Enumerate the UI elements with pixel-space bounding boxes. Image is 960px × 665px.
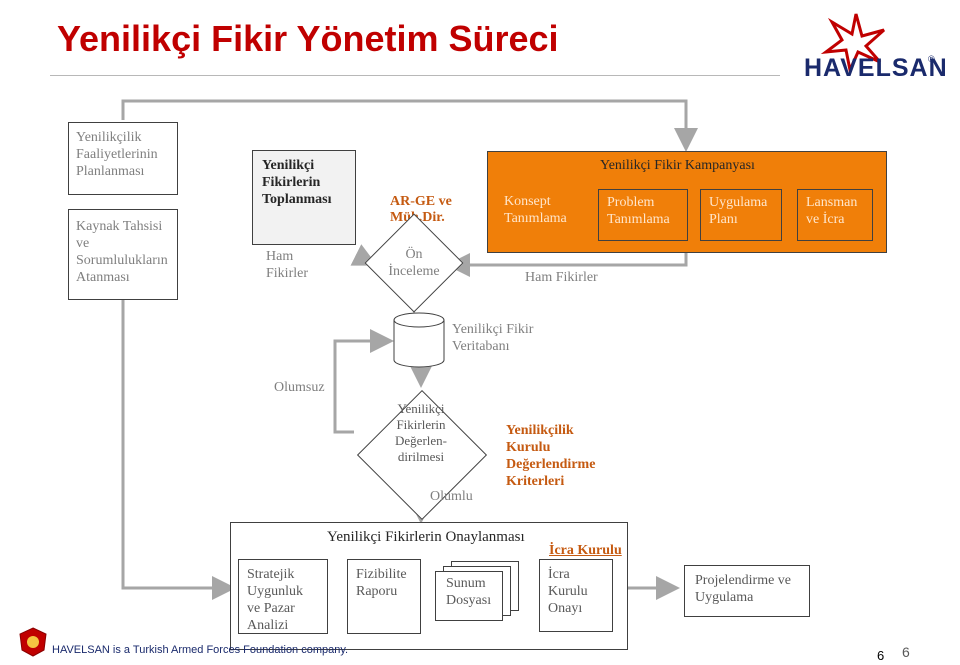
- resource-allocation-box: Kaynak Tahsisi ve Sorumlulukların Atanma…: [68, 209, 178, 300]
- footer-text: HAVELSAN is a Turkish Armed Forces Found…: [52, 644, 349, 656]
- slide-title: Yenilikçi Fikir Yönetim Süreci: [57, 18, 559, 59]
- campaign-step-concept: Konsept Tanımlama: [504, 194, 567, 226]
- page-number-right: 6: [902, 644, 910, 660]
- raw-ideas-campaign-label: Ham Fikirler: [525, 270, 598, 285]
- connector-left-down: [121, 300, 236, 600]
- planning-box: Yenilikçilik Faaliyetlerinin Planlanması: [68, 122, 178, 195]
- evaluation-label: Yenilikçi Fikirlerin Değerlen-dirilmesi: [395, 401, 447, 464]
- board-label: İcra Kurulu: [549, 543, 622, 558]
- raw-ideas-left-label: Ham Fikirler: [266, 249, 308, 281]
- campaign-title: Yenilikçi Fikir Kampanyası: [600, 158, 755, 173]
- approval-title: Yenilikçi Fikirlerin Onaylanması: [327, 529, 525, 545]
- database-icon: [393, 312, 445, 368]
- page-number: 6: [877, 648, 885, 663]
- criteria-label: Yenilikçilik Kurulu Değerlendirme Kriter…: [506, 423, 596, 489]
- collect-ideas-box: Yenilikçi Fikirlerin Toplanması: [252, 150, 356, 245]
- title-divider: [50, 75, 780, 76]
- presentation-document-stack: Sunum Dosyası: [435, 561, 525, 631]
- campaign-step-plan: Uygulama Planı: [700, 189, 782, 241]
- rd-label: AR-GE ve Müh.Dir.: [390, 194, 452, 225]
- negative-label: Olumsuz: [274, 380, 325, 395]
- positive-label: Olumlu: [430, 489, 473, 504]
- feasibility-box: Fizibilite Raporu: [347, 559, 421, 634]
- connector-campaign-return: [446, 253, 688, 277]
- campaign-step-launch: Lansman ve İcra: [797, 189, 873, 241]
- connector-top-loop: [121, 99, 698, 152]
- registered-mark: ®: [928, 54, 935, 64]
- havelsan-wordmark: HAVELSAN: [804, 54, 948, 82]
- projecting-box: Projelendirme ve Uygulama: [684, 565, 810, 617]
- presentation-box: Sunum Dosyası: [435, 571, 503, 621]
- foundation-emblem-icon: [19, 627, 47, 657]
- campaign-step-problem: Problem Tanımlama: [598, 189, 688, 241]
- approval-container: Yenilikçi Fikirlerin Onaylanması Stratej…: [230, 522, 628, 650]
- collect-ideas-title: Yenilikçi Fikirlerin Toplanması: [262, 158, 332, 207]
- board-approval-box: İcra Kurulu Onayı: [539, 559, 613, 632]
- database-label: Yenilikçi Fikir Veritabanı: [452, 322, 534, 354]
- strategy-box: Stratejik Uygunluk ve Pazar Analizi: [238, 559, 328, 634]
- connector-negative-loop: [333, 329, 394, 434]
- star-logo-icon: [820, 13, 885, 75]
- prereview-label: Ön İnceleme: [388, 247, 440, 279]
- havelsan-logo: HAVELSAN ®: [800, 10, 947, 82]
- campaign-container: Yenilikçi Fikir Kampanyası Konsept Tanım…: [487, 151, 887, 253]
